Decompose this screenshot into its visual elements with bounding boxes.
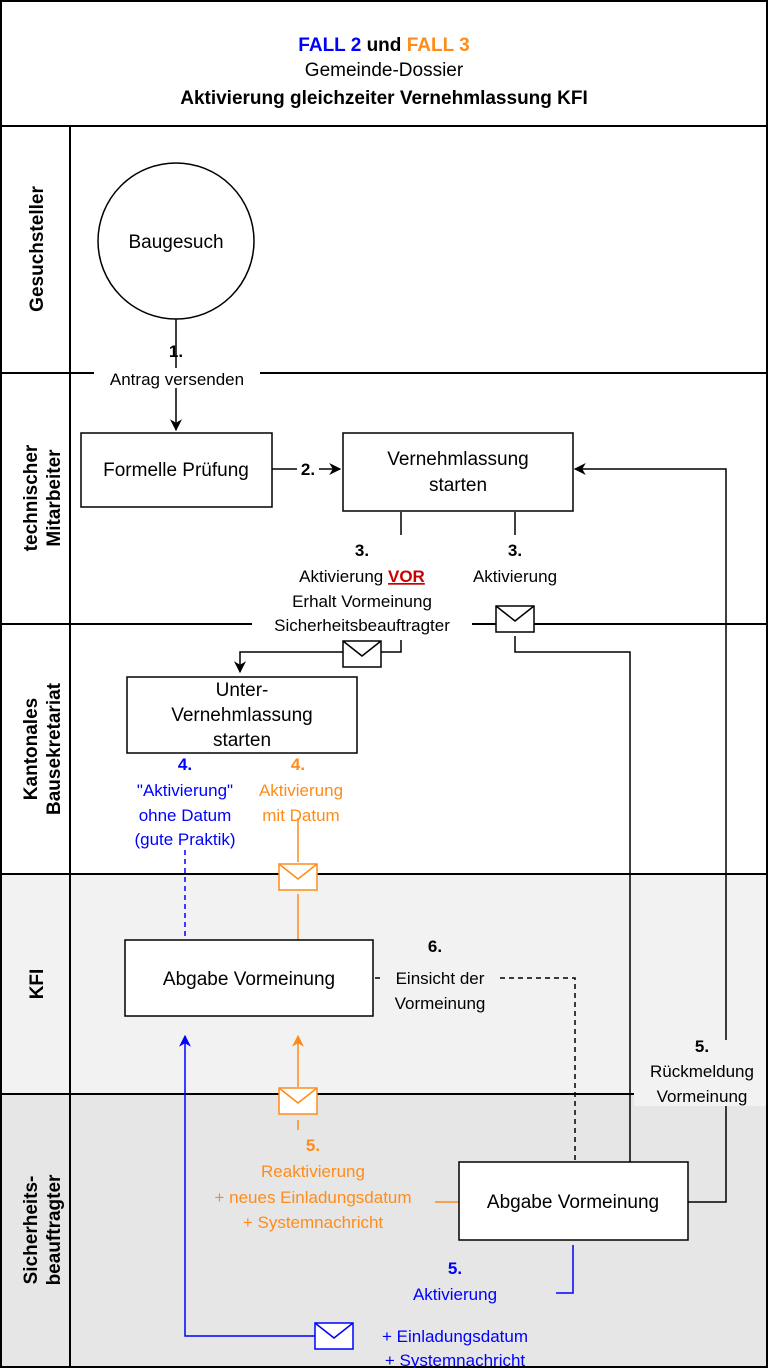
- lane-kfi-bg: [1, 874, 768, 1094]
- step5-blue-line3: + Systemnachricht: [385, 1351, 526, 1368]
- header-title: Aktivierung gleichzeiter Vernehmlassung …: [180, 88, 588, 109]
- step4-blue-number: 4.: [178, 755, 192, 774]
- svg-text:Mitarbeiter: Mitarbeiter: [44, 449, 65, 547]
- vernehmlassung-label-1: Vernehmlassung: [387, 449, 529, 470]
- unter-label-3: starten: [213, 730, 271, 751]
- lane-label-tech: technischer Mitarbeiter: [21, 444, 65, 551]
- step5-orange-line3: + Systemnachricht: [243, 1213, 384, 1232]
- envelope-icon: [278, 1087, 318, 1115]
- lane-label-kfi: KFI: [27, 969, 48, 1000]
- edge-einsicht: [375, 977, 576, 1160]
- und-label: und: [361, 35, 406, 56]
- svg-text:technischer: technischer: [21, 444, 42, 551]
- svg-text:Bausekretariat: Bausekretariat: [44, 682, 65, 815]
- edge-step3a: [240, 512, 402, 672]
- step5-blue-line2: + Einladungsdatum: [382, 1327, 528, 1346]
- edge-rueckmeldung: [575, 469, 727, 1203]
- header-dossier: Gemeinde-Dossier: [305, 60, 464, 81]
- step6-line1: Einsicht der: [396, 969, 485, 988]
- step3a-line3: Sicherheitsbeauftragter: [274, 616, 450, 635]
- vernehmlassung-node[interactable]: [342, 432, 574, 512]
- svg-text:Sicherheits-: Sicherheits-: [21, 1176, 42, 1285]
- edge-step5-orange: [298, 1036, 460, 1203]
- edge-step5-blue: [185, 1036, 574, 1337]
- baugesuch-label: Baugesuch: [128, 232, 223, 253]
- step3b-label: Aktivierung: [473, 567, 557, 586]
- baugesuch-node[interactable]: [97, 162, 255, 320]
- step5-rueck-line2: Vormeinung: [657, 1087, 748, 1106]
- svg-text:Kantonales: Kantonales: [21, 698, 42, 800]
- step5-blue-number: 5.: [448, 1259, 462, 1278]
- unter-label-1: Unter-: [216, 680, 269, 701]
- step4-blue-line1: "Aktivierung": [137, 781, 233, 800]
- envelope-icon: [314, 1322, 354, 1350]
- envelope-icon: [342, 640, 382, 668]
- svg-text:beauftragter: beauftragter: [44, 1174, 65, 1285]
- step5-orange-line2: + neues Einladungsdatum: [214, 1188, 411, 1207]
- step3a-number: 3.: [355, 541, 369, 560]
- step5-rueck-number: 5.: [695, 1037, 709, 1056]
- edge-step3b: [514, 512, 630, 1230]
- abgabe-kfi-node[interactable]: [124, 939, 374, 1017]
- step4-orange-number: 4.: [291, 755, 305, 774]
- header-case-line: FALL 2 und FALL 3: [298, 35, 469, 56]
- step4-blue-line2: ohne Datum: [139, 806, 232, 825]
- fall3-label: FALL 3: [407, 35, 470, 56]
- step6-line2: Vormeinung: [395, 994, 486, 1013]
- step4-orange-line1: Aktivierung: [259, 781, 343, 800]
- envelope-icon: [495, 605, 535, 633]
- envelope-icon: [278, 863, 318, 891]
- step3b-number: 3.: [508, 541, 522, 560]
- step4-blue-line3: (gute Praktik): [134, 830, 235, 849]
- step3a-line1: Aktivierung VOR: [299, 567, 425, 586]
- abgabe-sb-label: Abgabe Vormeinung: [487, 1192, 659, 1213]
- step5-orange-line1: Reaktivierung: [261, 1162, 365, 1181]
- step3a-line2: Erhalt Vormeinung: [292, 592, 432, 611]
- step1-label: Antrag versenden: [110, 370, 244, 389]
- vernehmlassung-label-2: starten: [429, 475, 487, 496]
- vor-emphasis: VOR: [388, 567, 425, 586]
- step1-number: 1.: [169, 342, 183, 361]
- formelle-pruefung-node[interactable]: [80, 432, 273, 508]
- unter-label-2: Vernehmlassung: [171, 705, 313, 726]
- step5-rueck-line1: Rückmeldung: [650, 1062, 754, 1081]
- lane-label-gesuchsteller: Gesuchsteller: [27, 186, 48, 312]
- fall2-label: FALL 2: [298, 35, 361, 56]
- abgabe-kfi-label: Abgabe Vormeinung: [163, 969, 335, 990]
- step6-number: 6.: [428, 937, 442, 956]
- formelle-pruefung-label: Formelle Prüfung: [103, 460, 249, 481]
- step5-blue-line1: Aktivierung: [413, 1285, 497, 1304]
- step4-orange-line2: mit Datum: [262, 806, 339, 825]
- step2-number: 2.: [301, 460, 315, 479]
- abgabe-sb-node[interactable]: [458, 1161, 689, 1241]
- lane-label-sicherheit: Sicherheits- beauftragter: [21, 1174, 65, 1285]
- lane-label-kanton: Kantonales Bausekretariat: [21, 682, 65, 815]
- unter-vernehmlassung-node[interactable]: [126, 676, 358, 754]
- step5-orange-number: 5.: [306, 1136, 320, 1155]
